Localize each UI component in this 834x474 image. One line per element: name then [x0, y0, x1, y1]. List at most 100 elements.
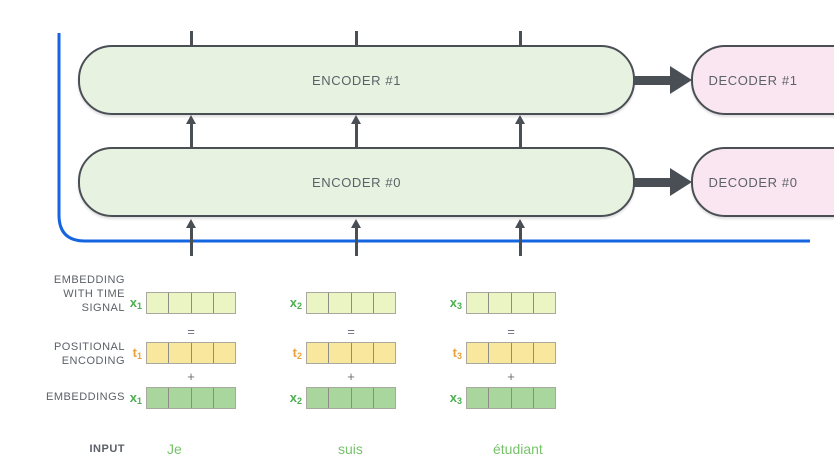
- embedding-to-encoder-arrow-head-3: [514, 219, 525, 228]
- row-label-line-2: ENCODING: [61, 355, 125, 367]
- decoder-block-0[interactable]: DECODER #0: [691, 147, 834, 217]
- decoder-block-1[interactable]: DECODER #1: [691, 45, 834, 115]
- vector-cell: [192, 388, 214, 408]
- encoder-0-label: ENCODER #0: [311, 174, 402, 190]
- vector-label-x3-embeddings: x3: [444, 390, 462, 406]
- vector-subscript: 1: [136, 301, 142, 311]
- vector-cell: [374, 293, 395, 313]
- vector-label-x2-embeddings: x2: [284, 390, 302, 406]
- vector-cell: [169, 343, 192, 363]
- vector-cell: [214, 388, 235, 408]
- vector-symbol: x: [449, 390, 457, 405]
- decoder-0-label: DECODER #0: [708, 174, 798, 190]
- vector-boxes-x3-embeddings: [466, 387, 556, 409]
- row-label-embeddings: EMBEDDINGS: [15, 390, 125, 404]
- vector-subscript: 3: [456, 351, 462, 361]
- vector-cell: [169, 388, 192, 408]
- vector-label-t3-positional: t3: [444, 345, 462, 361]
- vector-label-x1-timesignal: x1: [124, 295, 142, 311]
- encoder-0-to-1-arrow-head-3: [514, 115, 525, 124]
- vector-boxes-x2-timesignal: [306, 292, 396, 314]
- vector-cell: [192, 293, 214, 313]
- vector-symbol: x: [129, 390, 137, 405]
- vector-label-t1-positional: t1: [124, 345, 142, 361]
- vector-cell: [352, 388, 374, 408]
- vector-cell: [467, 343, 490, 363]
- encoder-1-to-decoder-1-arrow-shaft: [634, 75, 676, 85]
- row-label-line-1: EMBEDDINGS: [46, 391, 125, 403]
- encoder-block-0[interactable]: ENCODER #0: [78, 147, 635, 217]
- vector-boxes-x3-timesignal: [466, 292, 556, 314]
- vector-cell: [467, 388, 490, 408]
- encoder-0-to-1-arrow-head-1: [185, 115, 196, 124]
- vector-label-x2-timesignal: x2: [284, 295, 302, 311]
- vector-subscript: 1: [136, 396, 142, 406]
- vector-subscript: 2: [296, 301, 302, 311]
- vector-subscript: 3: [456, 301, 462, 311]
- encoder-0-to-1-arrow-shaft-2: [355, 123, 358, 147]
- row-label-line-1: POSITIONAL: [53, 341, 125, 353]
- vector-boxes-x1-timesignal: [146, 292, 236, 314]
- operator-equals-col3: =: [507, 324, 515, 339]
- encoder-1-output-stub-1: [190, 31, 193, 47]
- operator-equals-col1: =: [187, 324, 195, 339]
- vector-cell: [512, 343, 534, 363]
- encoder-0-to-decoder-0-arrow-head: [670, 168, 692, 196]
- vector-cell: [307, 293, 330, 313]
- vector-boxes-t1-positional: [146, 342, 236, 364]
- encoder-0-to-1-arrow-shaft-3: [519, 123, 522, 147]
- vector-label-x3-timesignal: x3: [444, 295, 462, 311]
- embedding-to-encoder-arrow-head-1: [185, 219, 196, 228]
- input-label-text: INPUT: [89, 443, 125, 455]
- vector-label-x1-embeddings: x1: [124, 390, 142, 406]
- operator-equals-col2: =: [347, 324, 355, 339]
- row-label-embedding-with-time-signal: EMBEDDING WITH TIME SIGNAL: [15, 273, 125, 315]
- vector-symbol: t: [452, 345, 457, 360]
- vector-cell: [192, 343, 214, 363]
- vector-symbol: t: [292, 345, 297, 360]
- vector-cell: [352, 293, 374, 313]
- vector-cell: [512, 293, 534, 313]
- vector-subscript: 2: [296, 396, 302, 406]
- vector-cell: [489, 388, 512, 408]
- encoder-block-1[interactable]: ENCODER #1: [78, 45, 635, 115]
- vector-cell: [374, 388, 395, 408]
- operator-plus-col1: +: [187, 369, 195, 384]
- vector-symbol: x: [289, 390, 297, 405]
- row-label-line-1: EMBEDDING: [53, 274, 125, 286]
- vector-boxes-t3-positional: [466, 342, 556, 364]
- input-word-1: Je: [167, 441, 182, 457]
- vector-label-t2-positional: t2: [284, 345, 302, 361]
- vector-boxes-x1-embeddings: [146, 387, 236, 409]
- vector-cell: [169, 293, 192, 313]
- vector-cell: [512, 388, 534, 408]
- embedding-to-encoder-arrow-shaft-2: [355, 228, 358, 256]
- vector-cell: [329, 293, 352, 313]
- row-label-input: INPUT: [15, 442, 125, 456]
- operator-plus-col2: +: [347, 369, 355, 384]
- embedding-to-encoder-arrow-shaft-1: [190, 228, 193, 256]
- vector-boxes-x2-embeddings: [306, 387, 396, 409]
- vector-cell: [489, 293, 512, 313]
- vector-cell: [534, 293, 555, 313]
- vector-subscript: 2: [296, 351, 302, 361]
- input-word-3: étudiant: [493, 441, 543, 457]
- vector-cell: [534, 343, 555, 363]
- vector-boxes-t2-positional: [306, 342, 396, 364]
- vector-cell: [534, 388, 555, 408]
- vector-subscript: 3: [456, 396, 462, 406]
- encoder-1-output-stub-3: [519, 31, 522, 47]
- vector-cell: [352, 343, 374, 363]
- vector-symbol: x: [289, 295, 297, 310]
- encoder-1-label: ENCODER #1: [311, 72, 402, 88]
- row-label-line-2: WITH TIME: [63, 288, 125, 300]
- encoder-1-to-decoder-1-arrow-head: [670, 66, 692, 94]
- vector-symbol: x: [449, 295, 457, 310]
- vector-cell: [214, 343, 235, 363]
- vector-cell: [489, 343, 512, 363]
- vector-cell: [467, 293, 490, 313]
- vector-subscript: 1: [136, 351, 142, 361]
- vector-cell: [307, 388, 330, 408]
- vector-cell: [329, 343, 352, 363]
